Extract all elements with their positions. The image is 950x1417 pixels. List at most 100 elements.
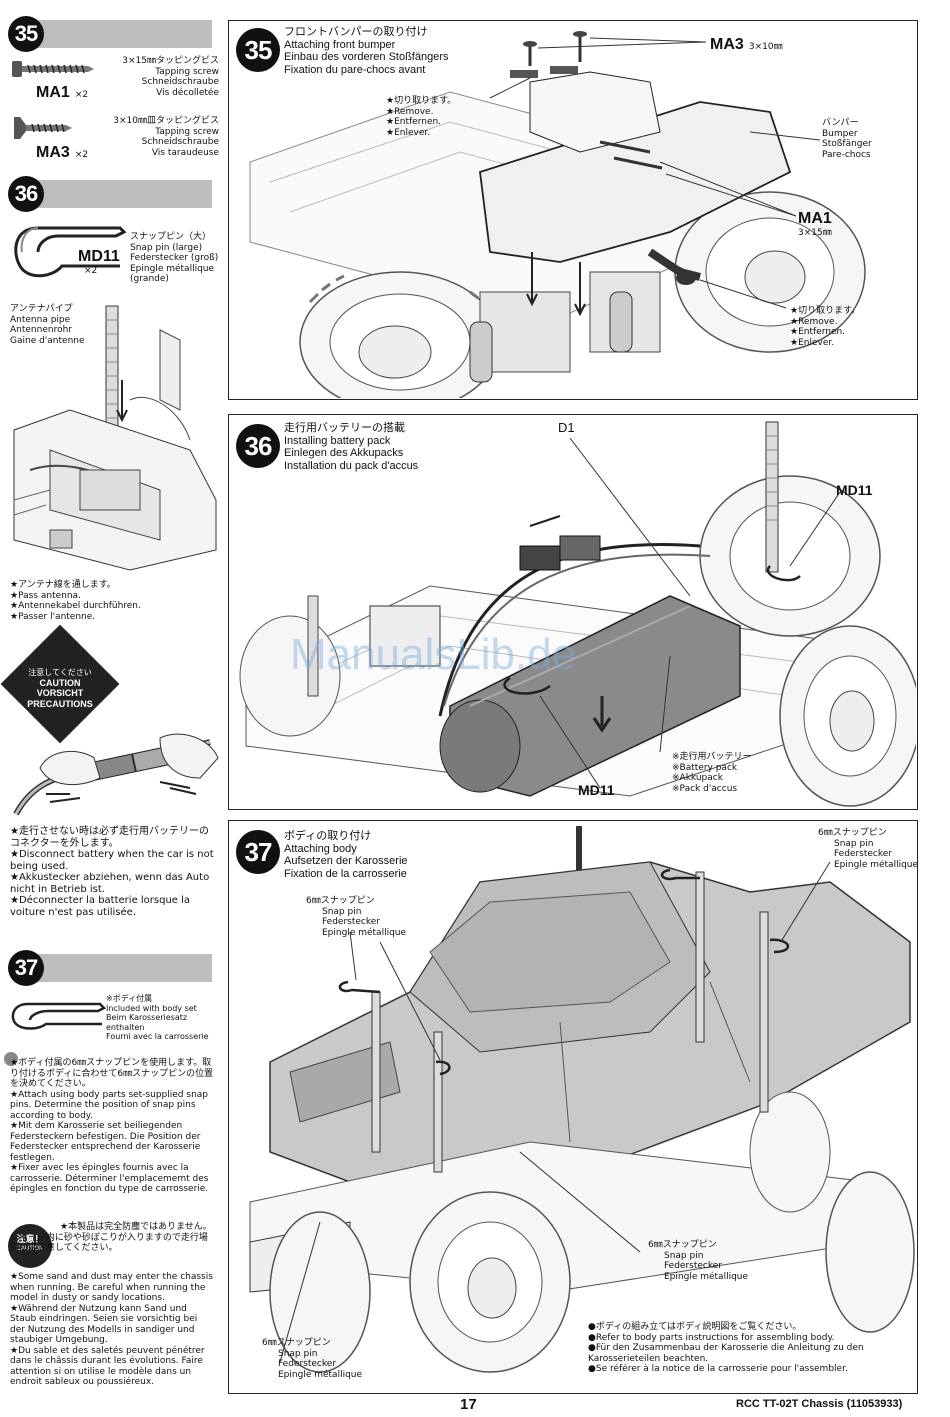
- remove2-en: ★Remove.: [790, 316, 838, 327]
- disconnect-battery-illustration: [13, 733, 219, 816]
- md11-callout-top: MD11: [836, 482, 873, 498]
- caution-fr: PRECAUTIONS: [27, 698, 93, 709]
- ma3-de: Schneidschraube: [141, 137, 219, 147]
- md11-qty: ×2: [84, 266, 98, 276]
- tapping-screw-ma1-icon: [12, 61, 94, 77]
- sand-note-en: ★Some sand and dust may enter the chassi…: [10, 1272, 213, 1303]
- antenna-jp: アンテナパイプ: [10, 304, 73, 314]
- step-35-number: 35: [236, 28, 280, 72]
- s37-title-fr: Fixation de la carrosserie: [284, 867, 407, 880]
- md11-callout-bottom: MD11: [578, 782, 615, 798]
- snap-pin-label-bottom-left: 6㎜スナップピン Snap pin Federstecker Epingle m…: [262, 1338, 362, 1380]
- s37-title-en: Attaching body: [284, 842, 357, 855]
- pin-bl-en: Snap pin: [278, 1348, 318, 1359]
- refer-de: ●Für den Zusammenbau der Karosserie die …: [588, 1343, 864, 1364]
- attach-pins-note: ★ボディ付属の6㎜スナップピンを使用します。取り付けるボディに合わせて6㎜スナッ…: [10, 1058, 214, 1195]
- snap-pin-large-icon: [14, 226, 127, 278]
- remove2-fr: ★Enlever.: [790, 337, 835, 348]
- sand-note-jp: ★本製品は完全防塵ではありません。シャーシ内に砂や砂ぼこりが入りますので走行場所…: [10, 1222, 212, 1253]
- battery-note-jp: ★走行させない時は必ず走行用バッテリーのコネクターを外します。: [10, 826, 209, 849]
- sand-note-fr: ★Du sable et des saletés peuvent pénétre…: [10, 1345, 205, 1388]
- sand-dust-note-translations: ★Some sand and dust may enter the chassi…: [10, 1272, 214, 1388]
- ma3-code-text: MA3: [36, 144, 70, 161]
- ma1-callout-size: 3×15㎜: [798, 228, 832, 238]
- countersunk-screw-ma3-icon: [14, 117, 72, 139]
- refer-en: ●Refer to body parts instructions for as…: [588, 1332, 835, 1343]
- pin-tr-en: Snap pin: [834, 838, 874, 849]
- front-bumper-illustration: [249, 31, 866, 398]
- remove2-jp: ★切り取ります。: [790, 306, 861, 316]
- md11-code: MD11 ×2: [78, 248, 120, 277]
- s35-title-jp: フロントバンパーの取り付け: [284, 26, 428, 38]
- ma3-callout-code: MA3: [710, 36, 744, 53]
- battery-note-fr: ★Déconnecter la batterie lorsque la voit…: [10, 895, 191, 918]
- pin-tr-fr: Epingle métallique: [834, 859, 919, 870]
- pin-tr-jp: 6㎜スナップピン: [818, 828, 887, 838]
- battery-installation-illustration: [239, 421, 916, 807]
- ma3-callout-size: 3×10㎜: [748, 42, 783, 52]
- ma1-callout-code: MA1: [798, 210, 832, 227]
- pass-antenna-note: ★アンテナ線を通します。 ★Pass antenna. ★Antennekabe…: [10, 580, 210, 622]
- refer-jp: ●ボディの組み立てはボディ説明図をご覧ください。: [588, 1322, 802, 1332]
- step-37-number: 37: [236, 830, 280, 874]
- ma3-callout: MA3 3×10㎜: [710, 34, 783, 54]
- included-de: Beim Karosseriesatz enthalten: [106, 1013, 188, 1032]
- ma1-code-text: MA1: [36, 84, 70, 101]
- ma1-en: Tapping screw: [155, 66, 219, 77]
- pin-tl-en: Snap pin: [322, 906, 362, 917]
- s35-title-en: Attaching front bumper: [284, 38, 396, 51]
- sand-dust-note: ★本製品は完全防塵ではありません。シャーシ内に砂や砂ぼこりが入りますので走行場所…: [10, 1222, 214, 1254]
- caution-jp: 注意してください: [28, 668, 92, 677]
- md11-en: Snap pin (large): [130, 242, 203, 253]
- step-36-badge: 36: [8, 176, 44, 212]
- attach-note-en: ★Attach using body parts set-supplied sn…: [10, 1089, 209, 1121]
- included-jp: ※ボディ付属: [106, 994, 153, 1003]
- antenna-installation-illustration: [13, 305, 217, 571]
- ma3-spec: 3×10㎜皿タッピングビス Tapping screw Schneidschra…: [99, 116, 219, 158]
- snap-pin-label-top-right: 6㎜スナップピン Snap pin Federstecker Epingle m…: [818, 828, 918, 870]
- step-37-badge: 37: [8, 950, 44, 986]
- pass-fr: ★Passer l'antenne.: [10, 611, 96, 622]
- ma1-fr: Vis décolletée: [156, 87, 219, 98]
- step-37-bar: [28, 954, 212, 982]
- ma1-de: Schneidschraube: [141, 77, 219, 87]
- bumper-de: Stoßfänger: [822, 139, 872, 149]
- body-attachment-illustration: [249, 826, 915, 1373]
- antenna-pipe-label: アンテナパイプ Antenna pipe Antennenrohr Gaine …: [10, 304, 110, 346]
- antenna-de: Antennenrohr: [10, 325, 72, 335]
- caution-small-en: CAUTION: [16, 1245, 44, 1252]
- md11-de: Federstecker (groß): [130, 253, 219, 263]
- model-footer: RCC TT-02T Chassis (11053933): [736, 1398, 903, 1410]
- pin-tl-fr: Epingle métallique: [322, 927, 407, 938]
- bumper-en: Bumper: [822, 128, 858, 139]
- s36-title-de: Einlegen des Akkupacks: [284, 447, 404, 459]
- pass-de: ★Antennekabel durchführen.: [10, 601, 141, 611]
- caution-small-jp: 注意！: [16, 1234, 44, 1244]
- step-36-title: 走行用バッテリーの搭載 Installing battery pack Einl…: [284, 422, 418, 472]
- battery-jp: ※走行用バッテリー: [672, 752, 752, 762]
- s36-title-en: Installing battery pack: [284, 434, 391, 447]
- ma1-size: 3×15㎜タッピングビス: [122, 56, 219, 66]
- s36-title-jp: 走行用バッテリーの搭載: [284, 422, 405, 434]
- s35-title-fr: Fixation du pare-chocs avant: [284, 63, 426, 76]
- ma1-callout: MA1 3×15㎜: [798, 210, 832, 239]
- remove1-de: ★Entfernen.: [386, 117, 442, 127]
- page-number: 17: [460, 1396, 477, 1413]
- pin-tr-de: Federstecker: [834, 849, 893, 859]
- attach-note-de: ★Mit dem Karosserie set beiliegenden Fed…: [10, 1121, 201, 1163]
- antenna-en: Antenna pipe: [10, 314, 71, 325]
- step-37-title: ボディの取り付け Attaching body Aufsetzen der Ka…: [284, 830, 408, 880]
- pin-bl-de: Federstecker: [278, 1359, 337, 1369]
- remove-note-top: ★切り取ります。 ★Remove. ★Entfernen. ★Enlever.: [386, 96, 456, 138]
- step-36-bar: [28, 180, 212, 208]
- included-en: Included with body set: [106, 1003, 197, 1013]
- refer-fr: ●Se référer à la notice de la carrosseri…: [588, 1364, 848, 1374]
- ma1-code: MA1 ×2: [36, 82, 88, 102]
- remove1-jp: ★切り取ります。: [386, 96, 457, 106]
- caution-en: CAUTION: [39, 677, 81, 688]
- step-35-badge: 35: [8, 16, 44, 52]
- s35-title-de: Einbau des vorderen Stoßfängers: [284, 51, 449, 63]
- md11-spec: スナップピン（大） Snap pin (large) Federstecker …: [130, 232, 222, 285]
- battery-fr: ※Pack d'accus: [672, 783, 738, 794]
- md11-jp: スナップピン（大）: [130, 232, 212, 242]
